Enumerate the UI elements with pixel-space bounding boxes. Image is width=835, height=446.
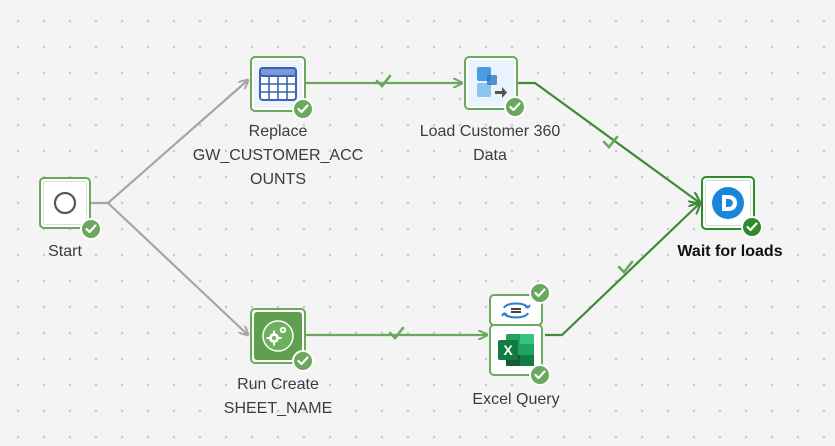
load-customer-360-label: Load Customer 360 Data — [419, 123, 561, 164]
sync-icon — [501, 302, 531, 319]
edge-check-icon — [375, 74, 392, 88]
replace-node[interactable] — [250, 56, 314, 120]
success-check-icon — [504, 96, 526, 118]
wait-for-loads-node[interactable] — [701, 176, 763, 238]
success-check-icon — [80, 218, 102, 240]
d-logo-icon — [712, 187, 744, 219]
start-node-label: Start — [48, 243, 82, 260]
table-grid-icon — [259, 67, 297, 101]
gears-icon — [262, 320, 294, 352]
edge-check-icon — [388, 326, 405, 340]
edge-check-icon — [602, 135, 619, 149]
excel-icon: X — [498, 334, 534, 366]
excel-query-label: Excel Query — [472, 391, 560, 408]
circle-icon — [53, 191, 77, 215]
success-check-icon — [292, 98, 314, 120]
success-check-icon — [529, 364, 551, 386]
edge-excel-wait[interactable] — [545, 203, 700, 337]
edge-start-runcreate[interactable] — [107, 202, 248, 335]
success-check-icon — [741, 216, 763, 238]
replace-node-label: Replace GW_CUSTOMER_ACC OUNTS — [192, 123, 364, 188]
data-load-icon — [477, 67, 507, 98]
success-check-icon — [529, 282, 551, 304]
wait-for-loads-label: Wait for loads — [677, 243, 783, 260]
run-create-node[interactable] — [250, 308, 314, 372]
load-customer-360-node[interactable] — [464, 56, 526, 118]
success-check-icon — [292, 350, 314, 372]
excel-query-node[interactable]: X — [489, 324, 551, 386]
edge-check-icon — [617, 260, 634, 274]
run-create-label: Run Create SHEET_NAME — [223, 376, 333, 417]
svg-text:X: X — [503, 342, 513, 358]
start-node[interactable] — [39, 177, 102, 240]
edge-load360-wait[interactable] — [518, 81, 700, 203]
excel-query-sync-node[interactable] — [489, 282, 551, 326]
